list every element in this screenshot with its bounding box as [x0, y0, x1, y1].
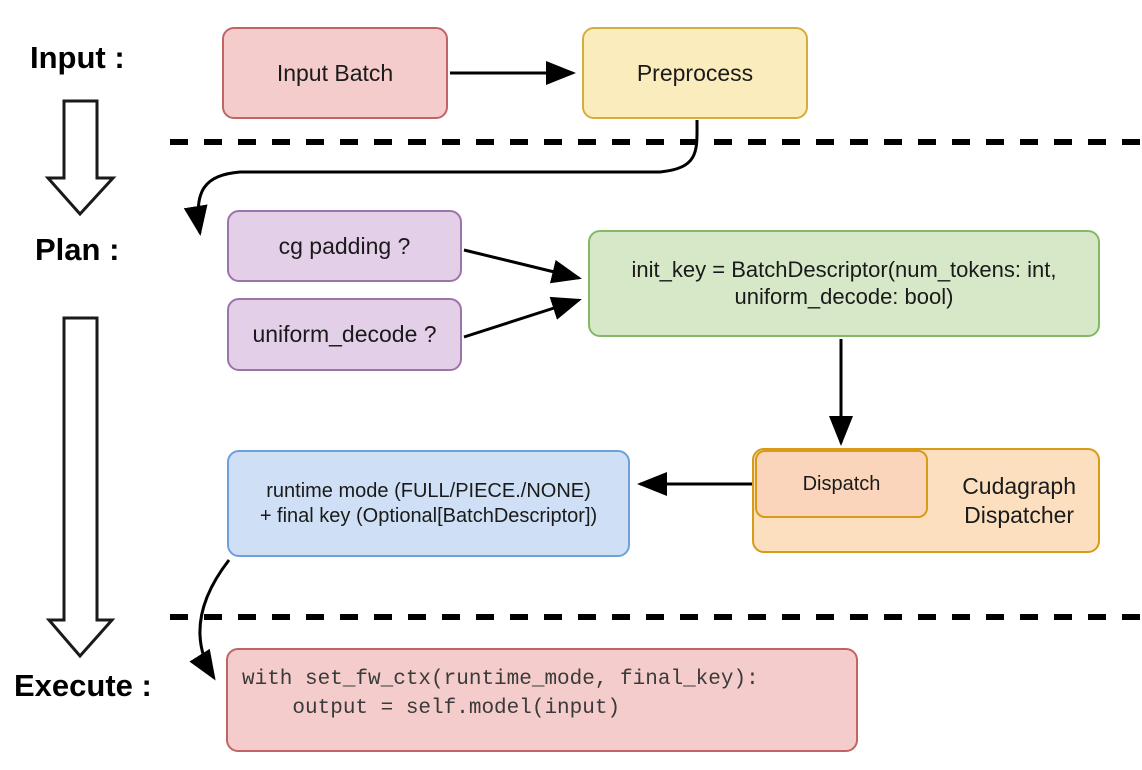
node-cg-padding[interactable]: cg padding ? [227, 210, 462, 282]
stage-label-plan: Plan : [35, 232, 120, 267]
node-runtime-mode[interactable]: runtime mode (FULL/PIECE./NONE) + final … [227, 450, 630, 557]
node-uniform-decode[interactable]: uniform_decode ? [227, 298, 462, 371]
node-preprocess[interactable]: Preprocess [582, 27, 808, 119]
stage-arrow-plan-to-execute-icon [45, 316, 116, 659]
node-init-key[interactable]: init_key = BatchDescriptor(num_tokens: i… [588, 230, 1100, 337]
node-dispatch[interactable]: Dispatch [755, 450, 928, 518]
stage-label-execute: Execute : [14, 668, 152, 703]
edge-uniform-decode-to-init-key [463, 296, 582, 339]
stage-arrow-input-to-plan-icon [44, 99, 117, 217]
edge-runtime-mode-to-code-block [189, 559, 231, 681]
node-input-batch[interactable]: Input Batch [222, 27, 448, 119]
edge-cg-padding-to-init-key [463, 248, 582, 284]
node-code-block[interactable]: with set_fw_ctx(runtime_mode, final_key)… [226, 648, 858, 752]
stage-label-input: Input : [30, 40, 125, 75]
